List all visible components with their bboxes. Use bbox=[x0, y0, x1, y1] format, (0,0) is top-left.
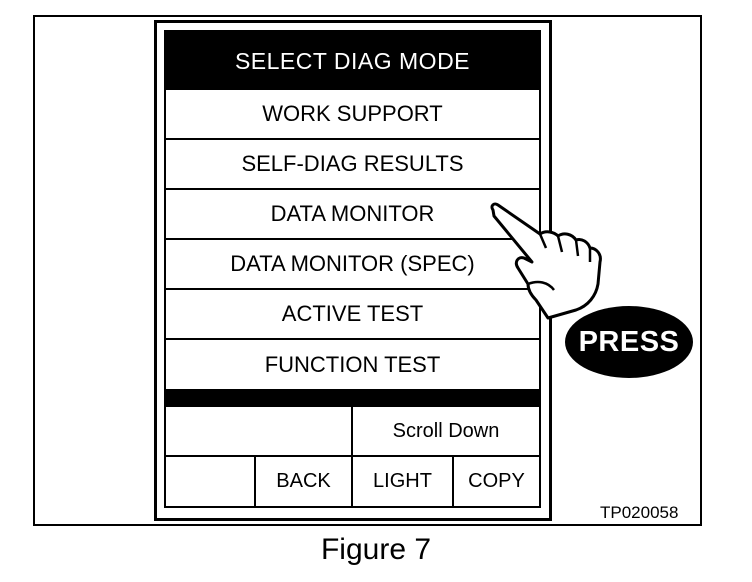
screen-title: SELECT DIAG MODE bbox=[166, 32, 539, 90]
blank-soft-key-bottom[interactable] bbox=[166, 457, 256, 506]
soft-key-divider bbox=[166, 455, 539, 457]
figure-code: TP020058 bbox=[600, 503, 679, 522]
menu-item-data-monitor[interactable]: DATA MONITOR bbox=[166, 190, 539, 240]
diag-screen: SELECT DIAG MODE WORK SUPPORT SELF-DIAG … bbox=[164, 30, 541, 508]
blank-soft-key-top[interactable] bbox=[166, 407, 353, 455]
separator-bar bbox=[166, 389, 539, 407]
back-button[interactable]: BACK bbox=[256, 457, 353, 506]
press-callout: PRESS bbox=[565, 306, 693, 378]
scroll-down-button[interactable]: Scroll Down bbox=[353, 407, 539, 455]
menu-item-work-support[interactable]: WORK SUPPORT bbox=[166, 90, 539, 140]
figure-caption: Figure 7 bbox=[320, 533, 432, 566]
copy-button[interactable]: COPY bbox=[454, 457, 539, 506]
menu-item-data-monitor-spec[interactable]: DATA MONITOR (SPEC) bbox=[166, 240, 539, 290]
figure-frame bbox=[33, 15, 702, 526]
light-button[interactable]: LIGHT bbox=[353, 457, 454, 506]
menu-item-active-test[interactable]: ACTIVE TEST bbox=[166, 290, 539, 340]
menu-item-self-diag-results[interactable]: SELF-DIAG RESULTS bbox=[166, 140, 539, 190]
menu-item-function-test[interactable]: FUNCTION TEST bbox=[166, 340, 539, 389]
pointing-hand-icon bbox=[490, 202, 602, 320]
